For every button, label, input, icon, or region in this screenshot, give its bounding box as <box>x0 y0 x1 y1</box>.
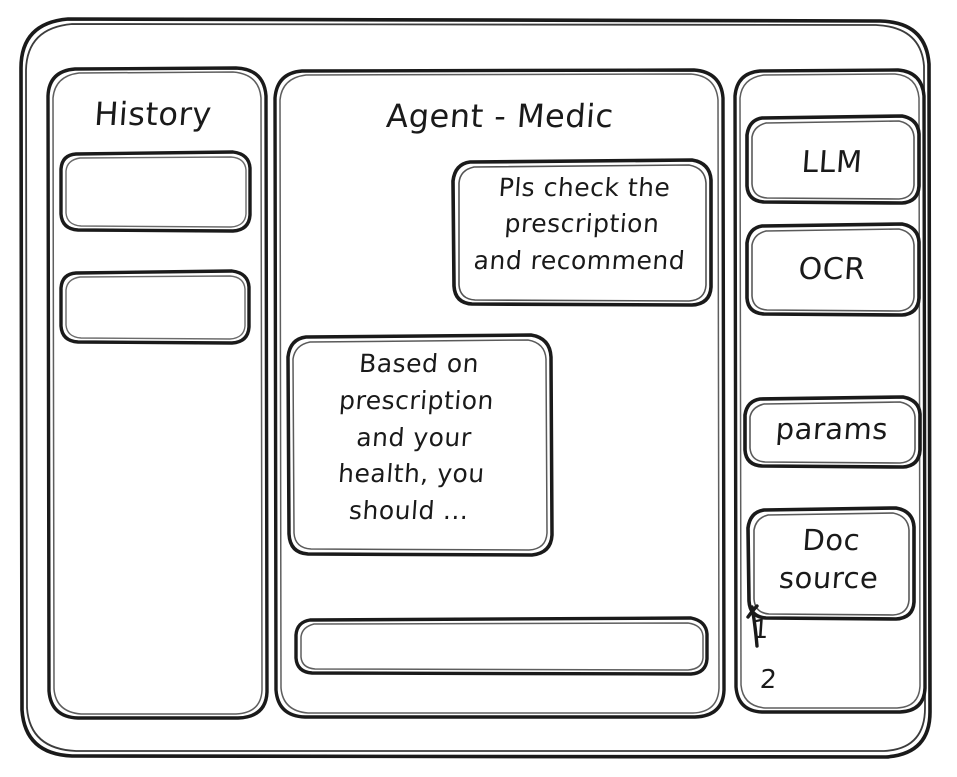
history-item-1[interactable] <box>61 152 250 231</box>
doc-list-item-2[interactable]: 2 <box>758 665 779 695</box>
assistant-message-text: Based on prescription and your health, y… <box>337 349 496 525</box>
ocr-button-label: OCR <box>797 252 867 287</box>
user-message-text: Pls check the prescription and recommend <box>472 173 687 275</box>
llm-button-label: LLM <box>800 145 864 180</box>
history-panel-title: History <box>93 95 214 133</box>
doc-list-item-1[interactable]: 1 <box>750 615 771 645</box>
params-button-label: params <box>774 412 890 446</box>
composer-input[interactable] <box>296 618 707 674</box>
doc-source-button-label: Doc source <box>777 523 880 595</box>
history-item-2[interactable] <box>61 271 249 343</box>
main-panel-title: Agent - Medic <box>385 97 615 135</box>
